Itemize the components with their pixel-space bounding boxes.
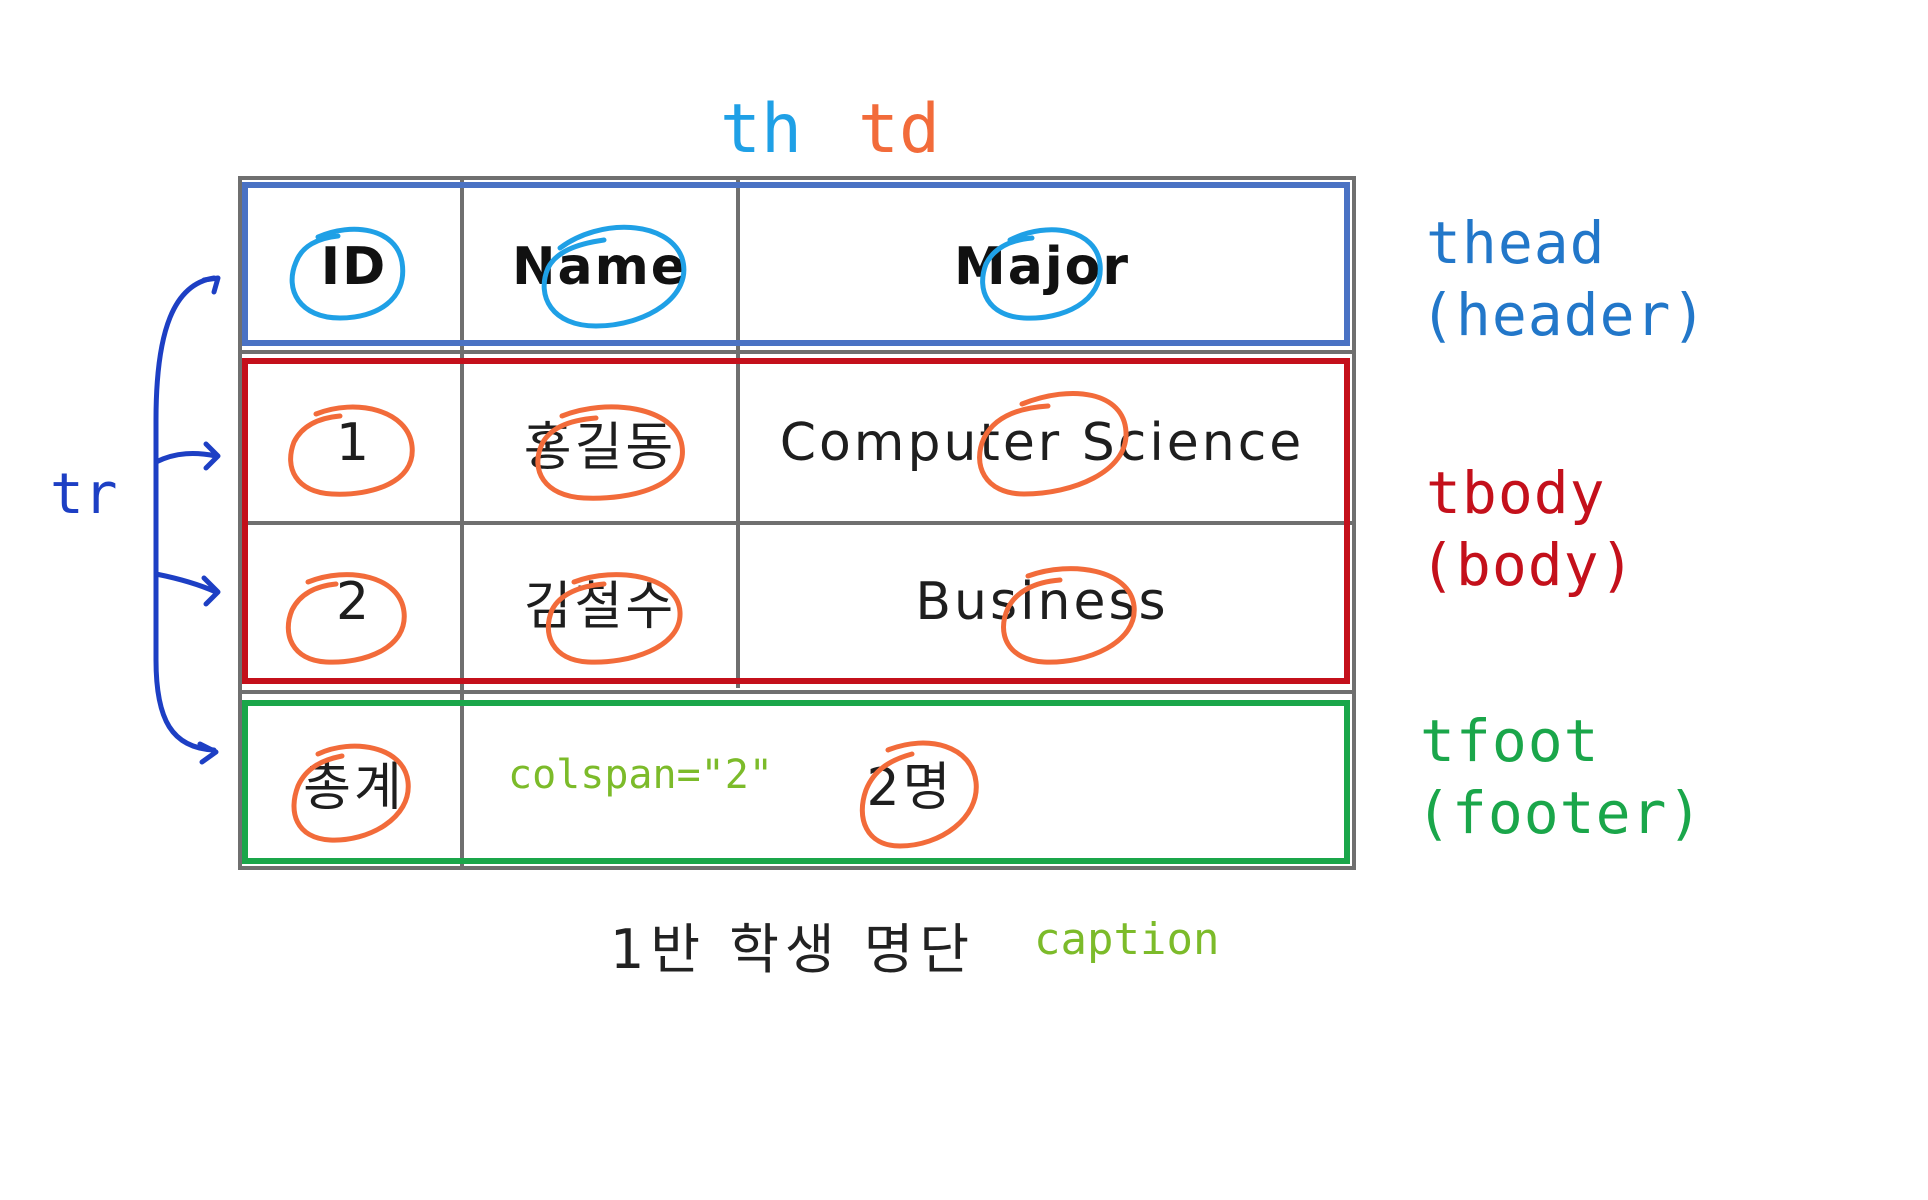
row-divider-1 — [242, 350, 1352, 354]
caption-note: caption — [1034, 914, 1220, 965]
tbody-outline — [242, 358, 1350, 684]
body-row-2-name: 김철수 — [523, 577, 677, 637]
tr-arrow-head-4 — [197, 741, 219, 765]
colspan-note: colspan="2" — [508, 752, 773, 798]
thead-outline — [242, 182, 1350, 346]
th-annotation: th — [720, 90, 802, 169]
header-cell-major: Major — [953, 237, 1131, 297]
tbody-label: tbody — [1426, 459, 1606, 527]
row-divider-3 — [242, 690, 1352, 694]
thead-label: thead — [1426, 209, 1606, 277]
tr-brace — [153, 275, 217, 753]
tr-label: tr — [50, 462, 118, 527]
tfoot-outline — [242, 700, 1350, 864]
column-divider-2 — [736, 180, 740, 688]
thead-sublabel: (header) — [1420, 281, 1708, 349]
table-caption: 1반 학생 명단 — [610, 918, 976, 981]
tfoot-sublabel: (footer) — [1416, 779, 1704, 847]
table-border-top — [238, 176, 1356, 180]
table-border-left — [238, 176, 242, 870]
tr-arrow-head-1 — [201, 275, 221, 295]
body-row-2-id: 2 — [335, 571, 373, 632]
tr-arrow-3 — [153, 571, 221, 607]
body-row-1-name: 홍길동 — [523, 418, 677, 478]
footer-value-cell: 2명 — [866, 757, 954, 818]
body-row-1-id: 1 — [335, 412, 373, 473]
body-row-2-major: Business — [915, 571, 1169, 632]
tbody-sublabel: (body) — [1420, 531, 1636, 599]
header-cell-id: ID — [320, 237, 388, 297]
header-cell-name: Name — [511, 237, 689, 297]
td-annotation: td — [858, 90, 940, 169]
tr-arrow-2 — [153, 441, 221, 471]
footer-label-cell: 총계 — [303, 757, 405, 818]
table-border-bottom — [238, 866, 1356, 870]
body-row-1-major: Computer Science — [779, 412, 1305, 473]
row-divider-2 — [242, 521, 1352, 525]
tfoot-label: tfoot — [1420, 707, 1600, 775]
table-border-right — [1352, 176, 1356, 870]
